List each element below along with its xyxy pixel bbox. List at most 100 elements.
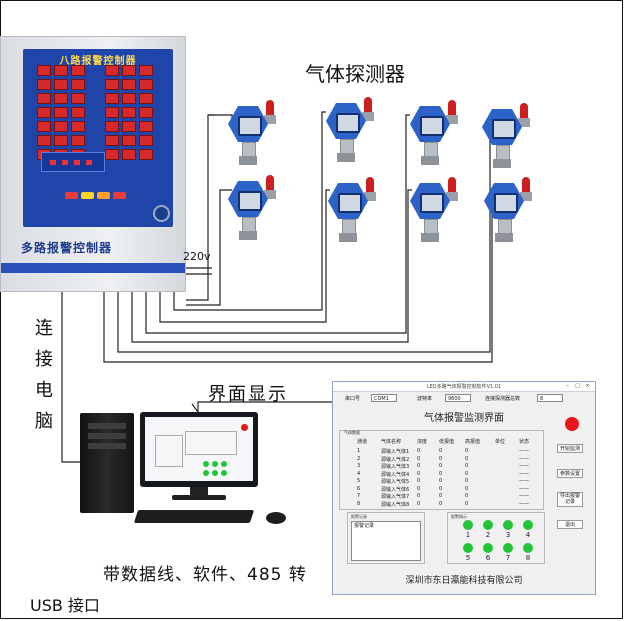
table-cell: 0: [439, 448, 443, 454]
table-cell: ——: [519, 485, 529, 492]
channel-status-icon: [483, 520, 493, 530]
table-cell: 0: [465, 493, 469, 499]
gas-data-group: 气体数据: [339, 430, 544, 510]
status-group-label: 报警指示: [451, 514, 467, 519]
controller-led: [37, 93, 51, 104]
table-cell: ——: [519, 478, 529, 484]
channel-number: 2: [485, 531, 491, 539]
alarm-light-icon: [366, 177, 374, 193]
table-cell: 0: [417, 463, 421, 469]
alarm-log-group: 报警记录 报警记录: [347, 512, 425, 564]
controller-led: [139, 135, 153, 146]
controller-led: [122, 93, 136, 104]
table-cell: 0: [417, 478, 421, 484]
gas-detector: [320, 97, 378, 175]
table-cell: 源输入气体4: [381, 471, 410, 478]
table-cell: 0: [417, 470, 421, 477]
software-button[interactable]: 开始监测: [557, 444, 583, 453]
close-icon[interactable]: ×: [585, 383, 590, 389]
count-label: 连接探测器总数: [485, 396, 521, 402]
table-cell: 0: [439, 478, 443, 484]
table-cell: ——: [519, 493, 529, 499]
table-header-cell: 高报值: [465, 439, 481, 445]
controller-brand: 多路报警控制器: [21, 241, 113, 255]
controller-led-bank-right: [105, 65, 153, 160]
alarm-light-icon: [448, 177, 456, 193]
channel-number: 3: [505, 531, 511, 539]
detector-title: 气体探测器: [305, 62, 405, 86]
monitor-foot: [172, 495, 226, 500]
channel-status-icon: [503, 543, 513, 553]
controller-key-red: [65, 192, 78, 199]
controller-led: [139, 65, 153, 76]
detector-display: [338, 193, 362, 213]
detector-display: [494, 193, 518, 213]
table-cell: 0: [417, 500, 421, 507]
count-input[interactable]: 8: [537, 394, 563, 402]
table-header-cell: 气体名称: [381, 439, 402, 445]
controller-led: [122, 65, 136, 76]
table-cell: 0: [439, 493, 443, 499]
table-cell: 0: [439, 500, 443, 507]
alarm-log-group-label: 报警记录: [351, 514, 367, 519]
controller-led: [105, 149, 119, 160]
controller-led: [105, 107, 119, 118]
controller-led: [54, 121, 68, 132]
alarm-light-icon: [266, 175, 274, 191]
software-button[interactable]: 导出报警记录: [557, 492, 583, 507]
cable-label: 带数据线、软件、485 转: [103, 565, 307, 585]
minimize-icon[interactable]: –: [566, 383, 569, 389]
alarm-log-textarea[interactable]: 报警记录: [351, 521, 421, 561]
table-header-cell: 浓度: [417, 439, 428, 445]
company-name: 深圳市东日瀛能科技有限公司: [405, 576, 523, 586]
channel-number: 5: [465, 554, 471, 562]
software-button[interactable]: 参数设置: [557, 469, 583, 478]
table-cell: 0: [417, 485, 421, 492]
baud-select[interactable]: 9600: [445, 394, 471, 402]
controller-led: [37, 107, 51, 118]
controller-led: [122, 79, 136, 90]
table-cell: ——: [519, 455, 529, 462]
table-cell: 5: [357, 478, 361, 484]
channel-status-icon: [463, 543, 473, 553]
table-cell: 8: [357, 500, 361, 507]
controller-led: [71, 79, 85, 90]
controller-key-yellow: [81, 192, 94, 199]
alarm-light-icon: [448, 100, 456, 116]
channel-number: 7: [505, 554, 511, 562]
usb-label: USB 接口: [30, 596, 100, 615]
gas-detector: [322, 177, 380, 255]
port-select[interactable]: COM1: [371, 394, 397, 402]
controller-led: [122, 107, 136, 118]
table-cell: 源输入气体6: [381, 486, 410, 493]
detector-display: [238, 116, 262, 136]
port-label: 串口号: [345, 396, 361, 402]
gas-detector: [476, 103, 534, 181]
table-header-cell: 单位: [495, 439, 506, 445]
table-cell: 0: [465, 448, 469, 454]
table-header-cell: 低报值: [439, 439, 455, 445]
status-group: 报警指示: [447, 512, 545, 564]
controller-led: [37, 121, 51, 132]
gas-detector: [404, 177, 462, 255]
software-button[interactable]: 退出: [557, 520, 583, 529]
table-cell: 0: [417, 448, 421, 454]
table-cell: 7: [357, 493, 361, 499]
table-cell: 2: [357, 455, 361, 462]
detector-display: [420, 193, 444, 213]
controller-led: [105, 93, 119, 104]
display-label: 界面显示: [208, 384, 288, 405]
alarm-light-icon: [520, 103, 528, 119]
table-cell: 源输入气体7: [381, 494, 410, 500]
keyboard: [133, 510, 255, 523]
table-cell: 0: [439, 455, 443, 462]
alarm-light-icon: [364, 97, 372, 113]
controller-led: [71, 65, 85, 76]
maximize-icon[interactable]: □: [575, 383, 580, 389]
controller-led-bank-left: [37, 65, 85, 160]
table-cell: 3: [357, 463, 361, 469]
table-cell: ——: [519, 463, 529, 469]
alarm-light-icon: [522, 177, 530, 193]
controller-led: [71, 121, 85, 132]
gas-detector: [222, 175, 280, 253]
